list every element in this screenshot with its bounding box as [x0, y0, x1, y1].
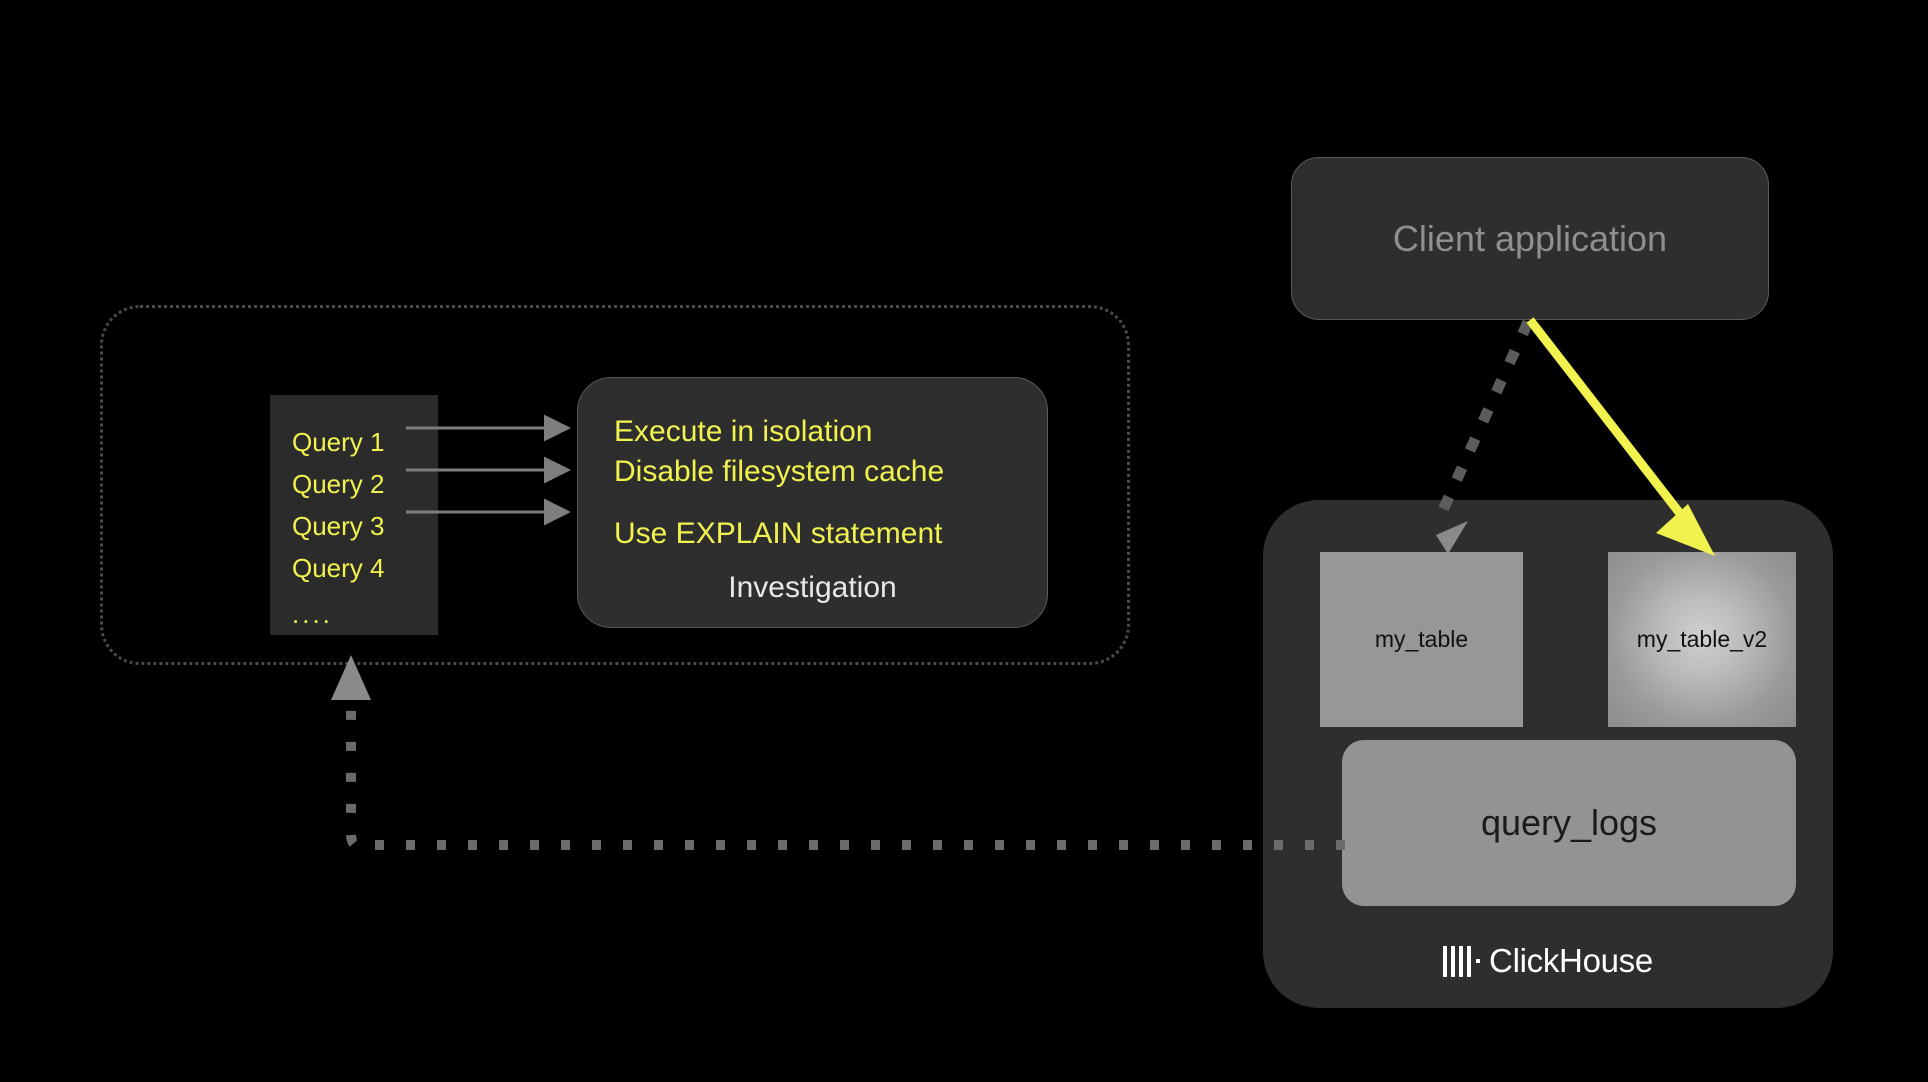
- connector-client-to-my-table-v2-line: [1526, 317, 1689, 523]
- clickhouse-bars-icon: [1443, 945, 1481, 977]
- clickhouse-bar-2: [1451, 945, 1456, 977]
- list-item-query-1[interactable]: Query 1: [292, 427, 385, 457]
- investigation-line-1: Execute in isolation: [614, 415, 873, 448]
- connector-query-logs-to-query-panel: [346, 690, 1345, 850]
- table-my-table[interactable]: my_table: [1320, 552, 1523, 727]
- investigation-card-title: Investigation: [728, 571, 897, 604]
- clickhouse-wordmark-label: ClickHouse: [1489, 942, 1653, 979]
- clickhouse-panel: my_table my_table_v2 query_logs ClickHou…: [1263, 500, 1833, 1008]
- client-application-box[interactable]: Client application: [1291, 157, 1769, 320]
- clickhouse-bar-4: [1467, 945, 1472, 977]
- connector-client-to-my-table: [1437, 319, 1534, 513]
- investigation-group: [100, 305, 1130, 665]
- investigation-line-3: Use EXPLAIN statement: [614, 517, 943, 550]
- list-item-query-3[interactable]: Query 3: [292, 511, 385, 541]
- list-item-query-4[interactable]: Query 4: [292, 553, 385, 583]
- client-application-label: Client application: [1392, 217, 1668, 259]
- clickhouse-dot-icon: [1476, 959, 1481, 963]
- clickhouse-bar-1: [1443, 945, 1448, 977]
- investigation-line-2: Disable filesystem cache: [614, 455, 945, 488]
- clickhouse-bar-3: [1459, 945, 1464, 977]
- table-my-table-label: my_table: [1374, 626, 1469, 652]
- table-query-logs[interactable]: query_logs: [1342, 740, 1796, 906]
- clickhouse-logo: ClickHouse: [1263, 942, 1833, 980]
- investigation-card: Execute in isolation Disable filesystem …: [577, 377, 1048, 628]
- list-item-ellipsis: ....: [292, 599, 333, 629]
- query-list-panel: Query 1 Query 2 Query 3 Query 4 ....: [270, 395, 438, 635]
- table-my-table-v2[interactable]: my_table_v2: [1608, 552, 1796, 727]
- table-my-table-v2-label: my_table_v2: [1636, 626, 1768, 652]
- table-query-logs-label: query_logs: [1480, 802, 1658, 843]
- list-item-query-2[interactable]: Query 2: [292, 469, 385, 499]
